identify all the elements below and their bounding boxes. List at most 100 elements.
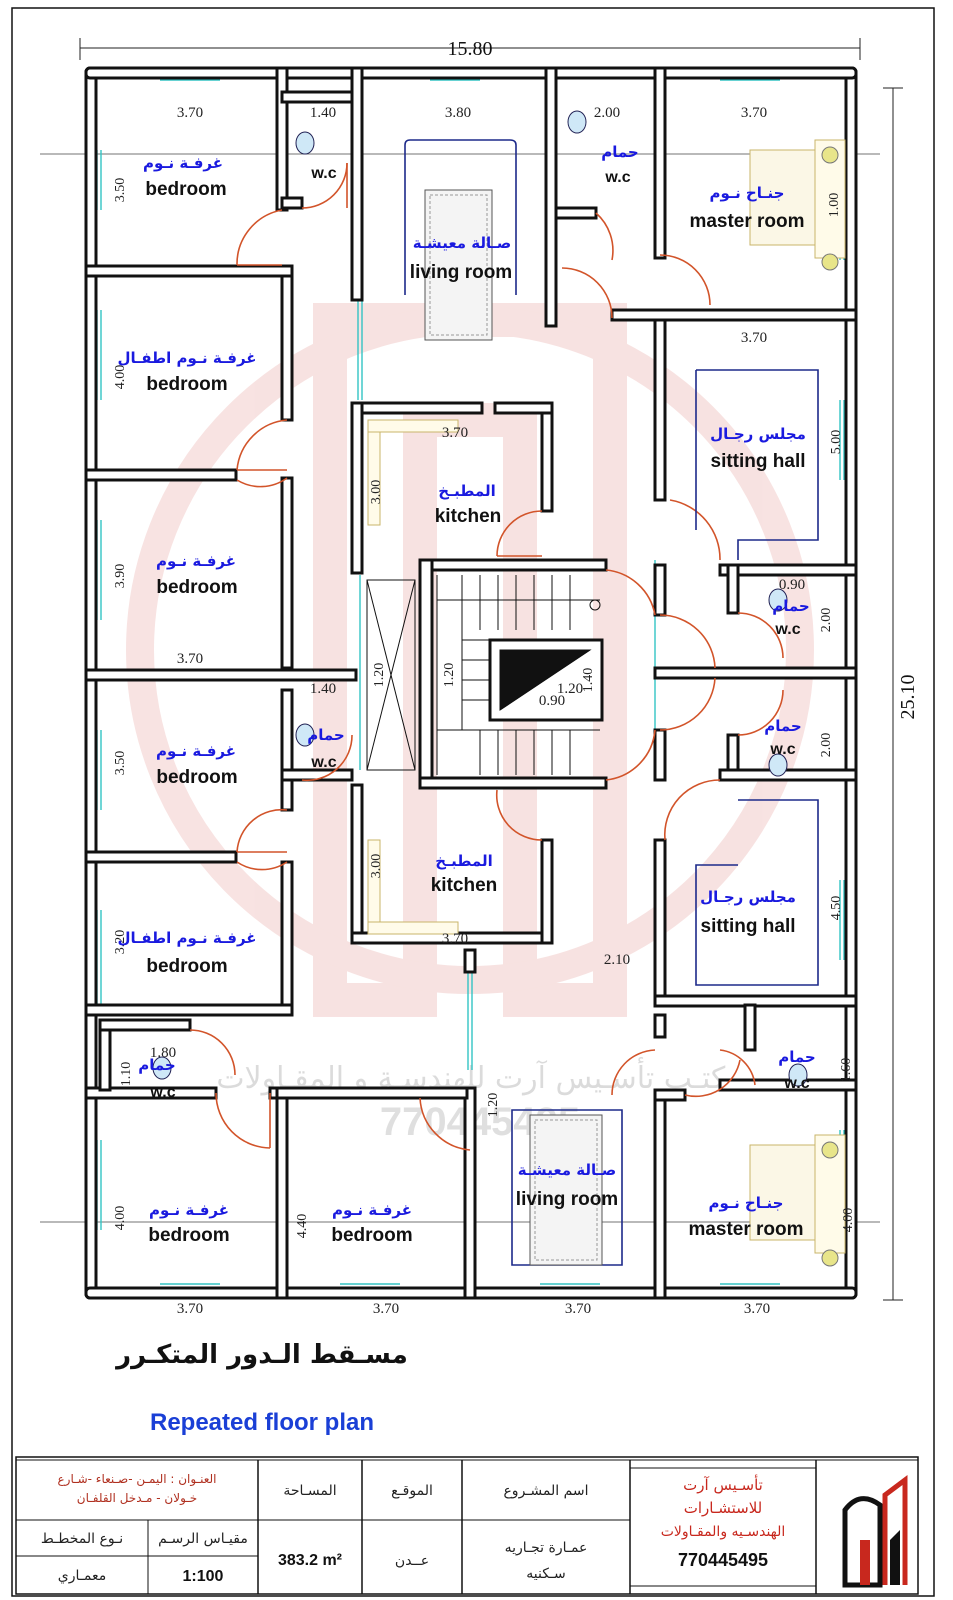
project-label: اسم المشـروع: [503, 1483, 588, 1499]
dim: 3.70: [565, 1301, 591, 1317]
overall-width-dimension: 15.80: [79, 38, 861, 60]
room-label-ar: صـالة معيشـة: [413, 234, 512, 252]
room-label-en: living room: [410, 262, 512, 283]
room-label-en: bedroom: [145, 179, 226, 200]
room-label-ar: غرفـة نـوم: [156, 552, 236, 570]
room-label-ar: المطبـخ: [435, 852, 493, 870]
dim: 3.70: [177, 1301, 203, 1317]
room-label-en: w.c: [149, 1084, 175, 1101]
room-label-ar: حمام: [764, 717, 802, 735]
dim: 3.20: [113, 930, 128, 955]
room-label-en: master room: [688, 1219, 803, 1240]
company-name: الهندسـيه والمقـاولات: [661, 1524, 786, 1540]
room-label-ar: جنـاح نـوم: [710, 184, 785, 202]
room-label-ar: جنـاح نـوم: [709, 1194, 784, 1212]
overall-height-label: 25.10: [897, 675, 919, 720]
title-block: العنـوان : اليمـن -صـنعاء -شـارع خـولان …: [15, 1456, 919, 1595]
room-label-ar: غرفـة نـوم: [143, 154, 223, 172]
area-value: 383.2 m²: [278, 1552, 342, 1569]
stairs: [436, 575, 604, 775]
overall-width-label: 15.80: [448, 38, 493, 60]
room-label-en: bedroom: [331, 1225, 412, 1246]
room-label-en: w.c: [769, 741, 795, 758]
room-label-ar: حمام: [307, 726, 345, 744]
drawing-frame: [11, 7, 935, 1597]
room-label-ar: المطبـخ: [438, 482, 496, 500]
dim: 3.70: [442, 931, 468, 947]
dim: 3.50: [113, 178, 128, 203]
company-name: للاستشـارات: [684, 1499, 763, 1517]
dim: 2.10: [604, 952, 630, 968]
dim: 3.70: [741, 330, 767, 346]
dim: 1.40: [581, 668, 596, 693]
dim: 0.90: [539, 693, 565, 709]
room-label-en: bedroom: [146, 374, 227, 395]
room-label-en: w.c: [310, 754, 336, 771]
dim: 3.70: [373, 1301, 399, 1317]
dim: 1.20: [372, 663, 387, 688]
dim: 0.90: [779, 577, 805, 593]
dim: 1.40: [310, 681, 336, 697]
dim: 3.00: [369, 854, 384, 879]
room-label-ar: مجلس رجـال: [700, 888, 796, 906]
dim: 3.70: [177, 105, 203, 121]
room-label-en: w.c: [604, 169, 630, 186]
room-label-en: master room: [689, 211, 804, 232]
room-label-ar: حمام: [138, 1056, 176, 1074]
company-name: تأسـيس آرت: [683, 1474, 763, 1494]
room-label-ar: صـالة معيشـة: [518, 1161, 617, 1179]
room-label-en: kitchen: [435, 506, 502, 527]
project-value: عمـارة تجـاريه: [505, 1540, 588, 1556]
company-logo: [842, 1475, 908, 1588]
room-label-ar: غرفـة نـوم اطفـال: [117, 929, 256, 947]
walls: [84, 66, 858, 1300]
plan-type-value: معمـاري: [58, 1568, 106, 1584]
room-label-ar: غرفـة نـوم: [156, 742, 236, 760]
dim: 4.00: [113, 1206, 128, 1231]
room-label-ar: مجلس رجـال: [710, 425, 806, 443]
room-label-en: living room: [516, 1189, 618, 1210]
dim: 3.80: [445, 105, 471, 121]
plan-title-english: Repeated floor plan: [150, 1409, 374, 1436]
dim: 2.00: [819, 733, 834, 758]
dim: 2.00: [819, 608, 834, 633]
dim: 4.40: [295, 1214, 310, 1239]
dim: 4.50: [829, 896, 844, 921]
room-label-ar: غرفـة نـوم: [332, 1201, 412, 1219]
address-value: خـولان - مـدخل القلفـان: [77, 1491, 197, 1506]
dim: 3.90: [113, 564, 128, 589]
dim: 1.60: [839, 1058, 854, 1083]
axis-lines: [40, 153, 880, 1223]
dim: 4.00: [113, 365, 128, 390]
dim: 1.00: [827, 193, 842, 218]
plan-type-label: نـوع المخطـط: [41, 1531, 123, 1547]
dim: 5.00: [829, 430, 844, 455]
room-label-en: bedroom: [156, 767, 237, 788]
room-label-ar: حمام: [778, 1048, 816, 1066]
dim: 4.00: [841, 1208, 856, 1233]
room-label-en: kitchen: [431, 875, 498, 896]
room-label-en: sitting hall: [701, 916, 796, 937]
room-label-ar: غرفـة نـوم اطفـال: [117, 349, 256, 367]
site-value: عــدن: [395, 1553, 429, 1569]
room-label-en: bedroom: [148, 1225, 229, 1246]
address-label: العنـوان : اليمـن -صـنعاء -شـارع: [57, 1472, 216, 1487]
dim: 1.40: [310, 105, 336, 121]
dim: 1.20: [557, 681, 583, 697]
dim: 3.70: [177, 651, 203, 667]
scale-value: 1:100: [183, 1568, 224, 1585]
room-label-en: w.c: [774, 621, 800, 638]
dim: 3.70: [741, 105, 767, 121]
room-label-ar: غرفـة نـوم: [149, 1201, 229, 1219]
dim: 3.50: [113, 751, 128, 776]
room-label-ar: حمام: [772, 597, 810, 615]
dimension-labels: 3.70 1.40 3.80 2.00 3.70 3.50 1.00 3.70 …: [113, 105, 856, 1317]
shaft: [366, 579, 416, 771]
dim: 3.00: [369, 480, 384, 505]
furniture: [152, 110, 846, 1267]
dim: 3.70: [744, 1301, 770, 1317]
dim: 1.20: [486, 1093, 501, 1118]
room-label-ar: حمام: [601, 143, 639, 161]
room-label-en: w.c: [310, 165, 336, 182]
